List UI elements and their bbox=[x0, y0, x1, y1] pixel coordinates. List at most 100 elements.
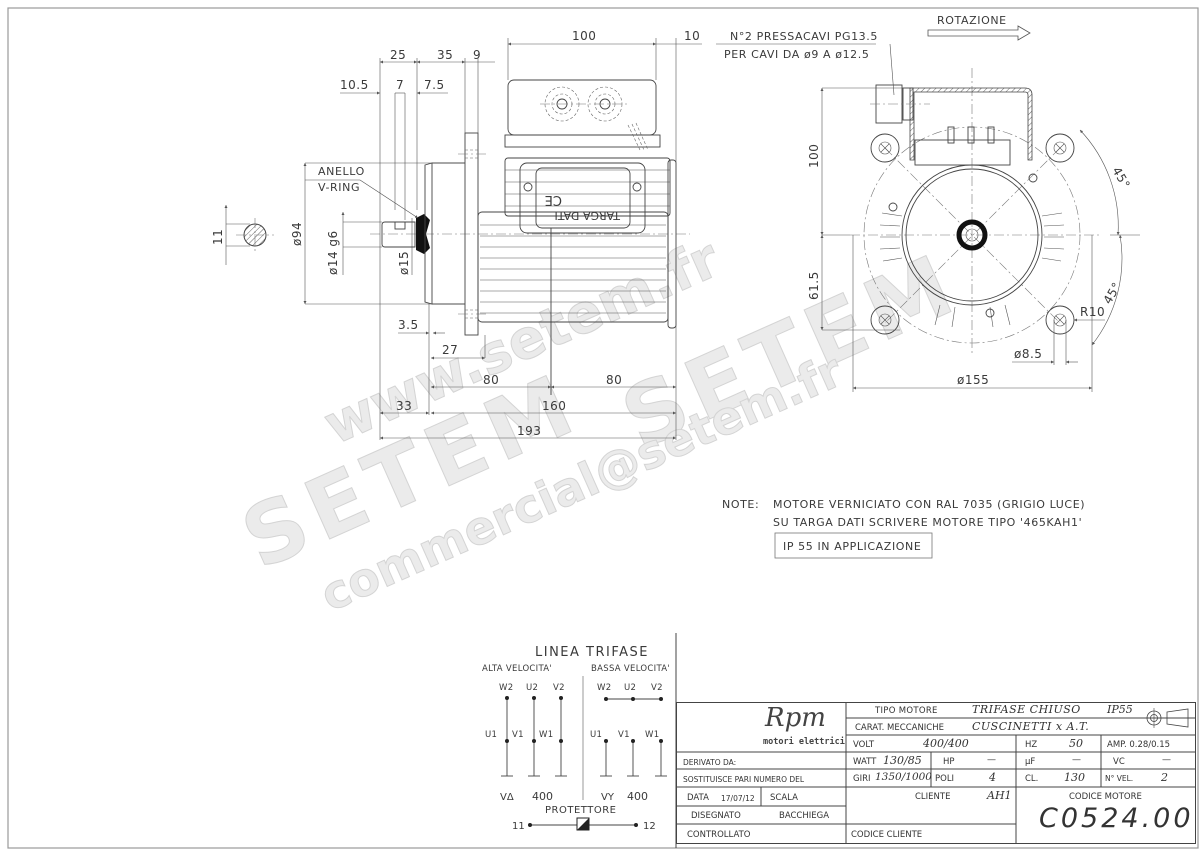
nvel-value: 2 bbox=[1161, 771, 1168, 784]
dim-193: 193 bbox=[517, 424, 541, 438]
codice-motore-label: CODICE MOTORE bbox=[1069, 792, 1142, 802]
uf-value: — bbox=[1072, 755, 1081, 765]
dim-25: 25 bbox=[390, 48, 406, 62]
hz-label: HZ bbox=[1025, 740, 1038, 750]
watt-label: WATT bbox=[853, 757, 877, 767]
dim-key-11: 11 bbox=[211, 229, 225, 245]
high-speed-label: ALTA VELOCITA' bbox=[482, 664, 552, 674]
scala-label: SCALA bbox=[770, 793, 798, 803]
controllato-label: CONTROLLATO bbox=[687, 830, 751, 840]
gland-note-line2: PER CAVI DA ø9 A ø12.5 bbox=[724, 48, 869, 61]
data-label: DATA bbox=[687, 793, 709, 803]
rotation-label: ROTAZIONE bbox=[937, 14, 1007, 27]
dim-33: 33 bbox=[396, 399, 412, 413]
watermark: www.setem.fr SETEM SETEM commercial@sete… bbox=[228, 226, 974, 623]
ls-u1: U1 bbox=[590, 730, 602, 740]
carat-label: CARAT. MECCANICHE bbox=[855, 723, 945, 733]
targa-dati-label: TARGA DATI bbox=[555, 209, 622, 222]
codice-cliente-label: CODICE CLIENTE bbox=[851, 830, 923, 840]
derivato-label: DERIVATO DA: bbox=[683, 758, 737, 767]
notes-prefix: NOTE: bbox=[722, 498, 759, 511]
sheet-border bbox=[7, 7, 1199, 849]
protector-terminal-11: 11 bbox=[512, 821, 525, 832]
v-ring-label: V-RING bbox=[318, 181, 360, 194]
ls-w2: W2 bbox=[597, 683, 611, 693]
cliente-value: AH1 bbox=[987, 789, 1012, 802]
projection-symbol-icon bbox=[1144, 708, 1190, 728]
hs-voltage-symbol: VΔ bbox=[500, 792, 514, 803]
wiring-title: LINEA TRIFASE bbox=[535, 645, 649, 660]
tipo-motore-label: TIPO MOTORE bbox=[875, 706, 938, 716]
wiring-diagram: LINEA TRIFASE ALTA VELOCITA' BASSA VELOC… bbox=[482, 645, 670, 832]
volt-label: VOLT bbox=[853, 740, 875, 750]
ls-v1: V1 bbox=[618, 730, 630, 740]
ls-w1: W1 bbox=[645, 730, 659, 740]
protector-terminal-12: 12 bbox=[643, 821, 656, 832]
ls-voltage: 400 bbox=[627, 790, 648, 803]
dim-angle-45-bottom: 45° bbox=[1100, 280, 1124, 307]
ls-u2: U2 bbox=[624, 683, 636, 693]
uf-label: µF bbox=[1025, 757, 1036, 767]
notes-line2: SU TARGA DATI SCRIVERE MOTORE TIPO '465K… bbox=[773, 516, 1082, 529]
rotation-arrow-icon bbox=[927, 25, 1031, 41]
ls-v2: V2 bbox=[651, 683, 663, 693]
hz-value: 50 bbox=[1069, 737, 1083, 750]
giri-value: 1350/1000 bbox=[875, 771, 932, 783]
company-logo-subtitle: motori elettrici bbox=[763, 737, 845, 747]
dim-front-100: 100 bbox=[807, 144, 821, 168]
ip55-box bbox=[774, 532, 933, 559]
shaft-key-section: 11 bbox=[211, 205, 274, 265]
dim-front-61-5: 61.5 bbox=[807, 271, 821, 300]
title-block: Rpm motori elettrici TIPO MOTORE TRIFASE… bbox=[676, 702, 1196, 844]
sostituisce-label: SOSTITUISCE PARI NUMERO DEL bbox=[683, 775, 805, 784]
notes-line1: MOTORE VERNICIATO CON RAL 7035 (GRIGIO L… bbox=[773, 498, 1085, 511]
side-dims-top: 25 35 9 100 10 10.5 7 7.5 bbox=[340, 29, 702, 440]
ip55-note: IP 55 IN APPLICAZIONE bbox=[783, 540, 921, 553]
carat-value: CUSCINETTI x A.T. bbox=[972, 720, 1090, 733]
anello-label: ANELLO bbox=[318, 165, 365, 178]
dim-d15: ø15 bbox=[397, 251, 411, 275]
v-ring bbox=[416, 214, 430, 254]
nvel-label: N° VEL. bbox=[1105, 774, 1134, 783]
hs-w2: W2 bbox=[499, 683, 513, 693]
volt-value: 400/400 bbox=[923, 737, 969, 750]
hs-v1: V1 bbox=[512, 730, 524, 740]
codice-motore-value: C0524.00 bbox=[1039, 803, 1194, 834]
hs-u1: U1 bbox=[485, 730, 497, 740]
cliente-label: CLIENTE bbox=[915, 792, 951, 802]
disegnato-label: DISEGNATO bbox=[691, 811, 741, 821]
poli-label: POLI bbox=[935, 774, 955, 784]
cooling-fins bbox=[879, 212, 1065, 328]
side-view: 11 bbox=[211, 29, 702, 440]
dim-r10: R10 bbox=[1080, 305, 1105, 319]
dim-3-5: 3.5 bbox=[398, 318, 419, 332]
data-value: 17/07/12 bbox=[721, 794, 755, 803]
watt-value: 130/85 bbox=[883, 754, 922, 767]
fixing-lugs bbox=[870, 133, 1075, 335]
dim-160: 160 bbox=[542, 399, 566, 413]
hs-u2: U2 bbox=[526, 683, 538, 693]
ls-voltage-symbol: VY bbox=[601, 792, 615, 803]
dim-100: 100 bbox=[572, 29, 596, 43]
title-block-grid bbox=[676, 702, 1196, 844]
ce-mark: CE bbox=[545, 192, 562, 207]
dim-27: 27 bbox=[442, 343, 458, 357]
hs-voltage: 400 bbox=[532, 790, 553, 803]
dim-80-a: 80 bbox=[483, 373, 499, 387]
giri-label: GIRI bbox=[853, 774, 871, 784]
front-view: N°2 PRESSACAVI PG13.5 PER CAVI DA ø9 A ø… bbox=[716, 14, 1140, 392]
dim-10-5: 10.5 bbox=[340, 78, 369, 92]
dim-hole-d8-5: ø8.5 bbox=[1014, 347, 1042, 361]
protector-label: PROTETTORE bbox=[545, 805, 616, 816]
cl-value: 130 bbox=[1064, 771, 1085, 784]
hp-value: — bbox=[987, 755, 996, 765]
vc-label: VC bbox=[1113, 757, 1125, 767]
poli-value: 4 bbox=[989, 771, 996, 784]
gland-note-line1: N°2 PRESSACAVI PG13.5 bbox=[730, 30, 878, 43]
vc-value: — bbox=[1162, 755, 1171, 765]
notes-section: NOTE: MOTORE VERNICIATO CON RAL 7035 (GR… bbox=[722, 498, 1085, 559]
cl-label: CL. bbox=[1025, 774, 1039, 784]
terminal-box bbox=[504, 79, 661, 151]
dim-10: 10 bbox=[684, 29, 700, 43]
